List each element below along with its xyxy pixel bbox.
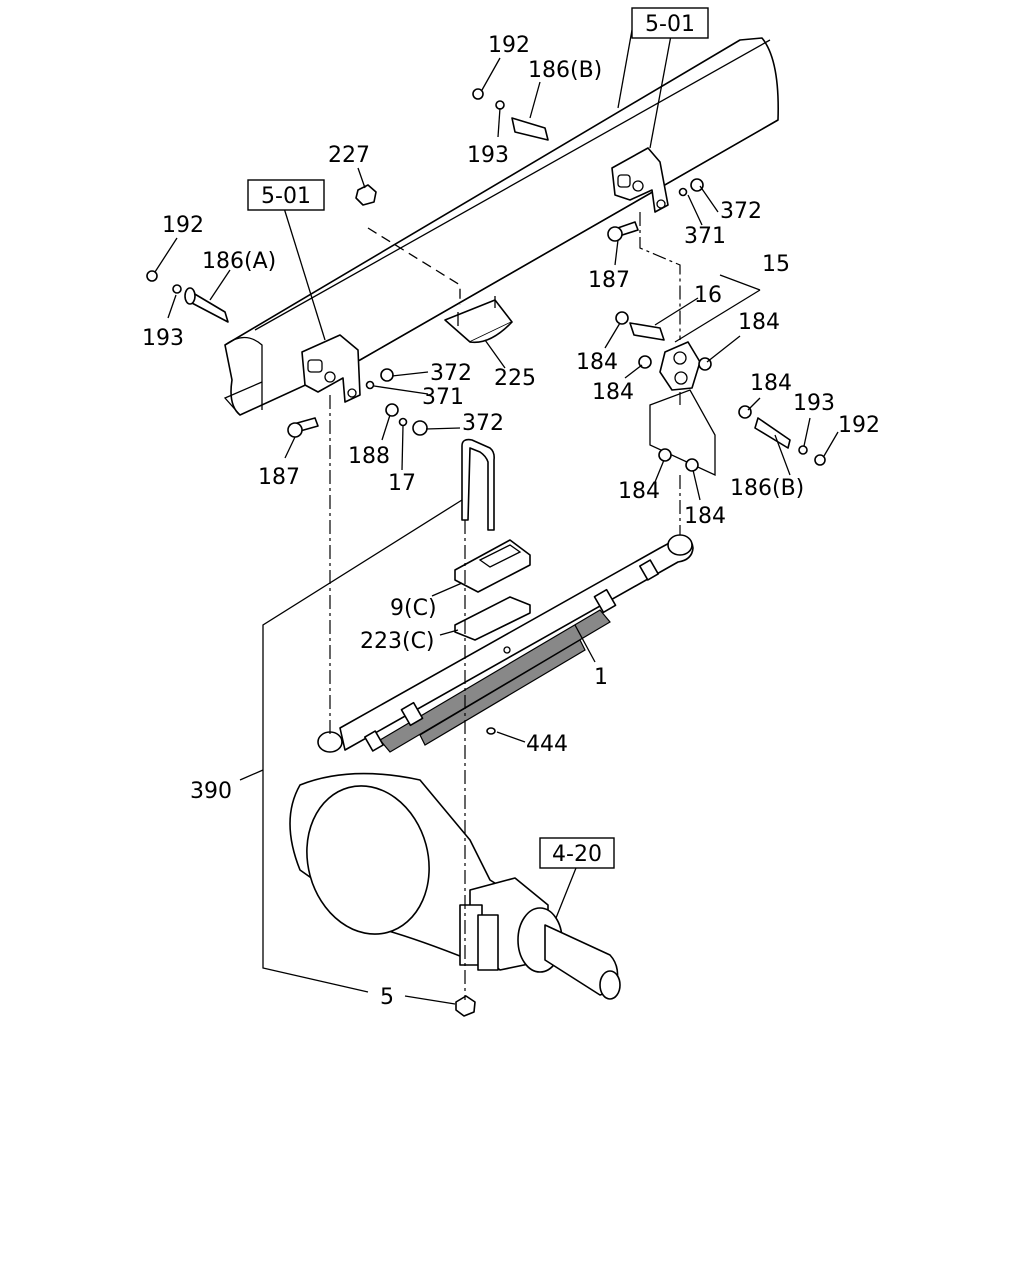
label-186b-top: 186(B) (528, 58, 602, 83)
label-390: 390 (190, 779, 232, 804)
label-193-left: 193 (142, 326, 184, 351)
axle-housing (289, 772, 621, 1000)
label-192-left: 192 (162, 213, 204, 238)
label-192-right: 192 (838, 413, 880, 438)
rear-spring-hanger-bracket (611, 147, 669, 213)
label-15: 15 (762, 252, 790, 277)
spring-spacers (454, 539, 531, 641)
label-372-left2: 372 (462, 411, 504, 436)
label-371-left: 371 (422, 385, 464, 410)
label-227: 227 (328, 143, 370, 168)
label-16: 16 (694, 283, 722, 308)
svg-text:5-01: 5-01 (645, 12, 695, 37)
leaf-spring (317, 534, 694, 753)
label-186b-right: 186(B) (730, 476, 804, 501)
label-192-top: 192 (488, 33, 530, 58)
label-184-b: 184 (576, 350, 618, 375)
svg-text:5-01: 5-01 (261, 184, 311, 209)
leader-lines (154, 29, 839, 1005)
label-184-d: 184 (750, 371, 792, 396)
label-5: 5 (380, 985, 394, 1010)
construction-lines (329, 212, 681, 1000)
label-193-right: 193 (793, 391, 835, 416)
label-372-left1: 372 (430, 361, 472, 386)
label-187-right: 187 (588, 268, 630, 293)
part-labels: 192 186(B) 193 227 372 371 187 15 16 184… (142, 33, 880, 1010)
label-188: 188 (348, 444, 390, 469)
label-372-topright: 372 (720, 199, 762, 224)
label-184-c: 184 (592, 380, 634, 405)
ref-box-axle: 4-20 (539, 837, 615, 869)
label-187-left: 187 (258, 465, 300, 490)
label-225: 225 (494, 366, 536, 391)
bump-stopper (444, 296, 513, 344)
shackle-plate (649, 389, 716, 477)
fasteners (146, 88, 826, 1017)
svg-text:4-20: 4-20 (552, 842, 602, 867)
label-184-a: 184 (738, 310, 780, 335)
label-223c: 223(C) (360, 629, 435, 654)
u-bolt (461, 438, 495, 531)
ref-box-top-right: 5-01 (631, 7, 709, 39)
label-444: 444 (526, 732, 568, 757)
label-186a: 186(A) (202, 249, 276, 274)
label-193-top: 193 (467, 143, 509, 168)
frame-rail (223, 37, 779, 416)
front-spring-hanger-bracket (301, 334, 361, 403)
ref-box-left: 5-01 (247, 179, 325, 211)
label-17: 17 (388, 471, 416, 496)
label-184-f: 184 (684, 504, 726, 529)
label-371-topright: 371 (684, 224, 726, 249)
label-1: 1 (594, 665, 608, 690)
label-184-e: 184 (618, 479, 660, 504)
spring-shackle (629, 322, 701, 391)
label-9c: 9(C) (390, 596, 437, 621)
